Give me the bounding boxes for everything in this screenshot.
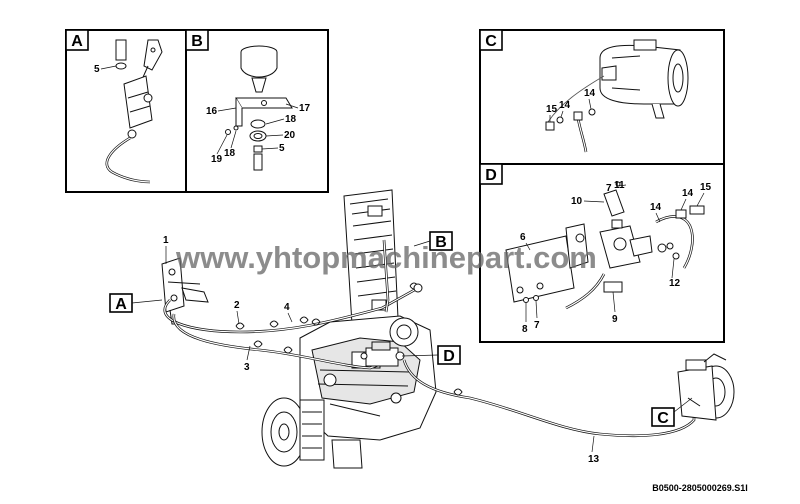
inset-c-part-14a: 14 (559, 100, 571, 111)
main-callout-a: A (109, 293, 163, 313)
inset-d: D 11 7 10 14 14 15 (479, 163, 725, 343)
main-callout-a-text: A (115, 296, 127, 313)
inset-c-part-15: 15 (546, 104, 558, 115)
main-callout-b-text: B (435, 234, 447, 251)
inset-b-part-19: 19 (211, 154, 223, 165)
main-callout-c: C (651, 397, 693, 427)
inset-d-part-15: 15 (700, 182, 712, 193)
main-callout-d: D (401, 345, 461, 365)
inset-d-part-9: 9 (612, 314, 618, 325)
brake-chamber (677, 353, 735, 421)
inset-b-label: B (191, 33, 203, 50)
inset-a-part-5: 5 (94, 64, 100, 75)
main-part-4: 4 (284, 302, 290, 313)
inset-c-label: C (485, 33, 497, 50)
inset-b-part-5: 5 (279, 143, 285, 154)
inset-b: B 16 17 18 20 19 18 5 (185, 29, 329, 193)
valve-block (360, 341, 405, 367)
inset-d-part-14b: 14 (682, 188, 694, 199)
main-part-3: 3 (244, 362, 250, 373)
document-id: B0500-2805000269.S1I (652, 483, 748, 493)
inset-d-part-7a: 7 (606, 183, 612, 194)
inset-d-part-14: 14 (650, 202, 662, 213)
main-part-2: 2 (234, 300, 240, 311)
main-callout-c-text: C (657, 410, 669, 427)
inset-d-part-7b: 7 (534, 320, 540, 331)
main-callout-b: B (413, 231, 453, 251)
inset-b-part-16: 16 (206, 106, 218, 117)
pedal-bracket (161, 257, 209, 325)
inset-d-part-8: 8 (522, 324, 528, 335)
hose-lines (163, 239, 696, 438)
inset-d-part-6: 6 (520, 232, 526, 243)
main-part-13: 13 (588, 454, 600, 465)
inset-d-part-12: 12 (669, 278, 681, 289)
main-part-numbers: 1 2 4 3 13 (163, 235, 600, 465)
inset-c: C 15 14 14 (479, 29, 725, 165)
inset-c-part-14b: 14 (584, 88, 596, 99)
main-assembly (161, 189, 735, 469)
inset-b-part-18b: 18 (224, 148, 236, 159)
inset-d-part-10: 10 (571, 196, 583, 207)
inset-a: A 5 (65, 29, 187, 193)
main-callout-d-text: D (443, 348, 455, 365)
inset-d-label: D (485, 167, 497, 184)
inset-b-part-18a: 18 (285, 114, 297, 125)
main-part-1: 1 (163, 235, 169, 246)
brake-hub (261, 397, 325, 467)
watermark-text: www.yhtopmachinepart.com (175, 240, 597, 275)
inset-a-label: A (71, 33, 83, 50)
inset-b-part-17: 17 (299, 103, 311, 114)
inset-b-part-20: 20 (284, 130, 296, 141)
